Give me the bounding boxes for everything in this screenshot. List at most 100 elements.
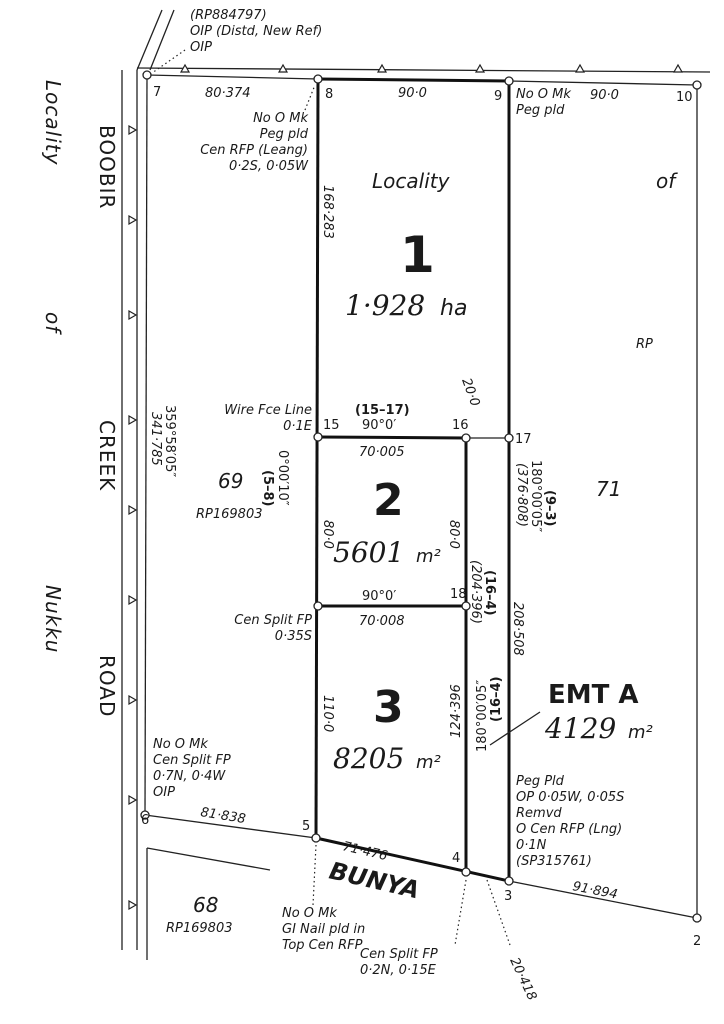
dim-7-8: 80·374 [205,86,251,101]
triangle-marker [376,63,388,73]
note-n6-line: OIP [153,785,175,800]
note-n18-line: Cen Split FP [234,613,312,628]
triangle-marker [128,794,138,806]
easement-area-unit: m² [628,722,653,743]
dim-6-5: 81·838 [199,805,246,827]
note-n18-line: 0·35S [275,629,312,644]
note-n8-line: 0·2S, 0·05W [229,159,309,174]
road-of: of [41,312,65,335]
dim-8-9: 90·0 [398,86,427,101]
bearing-18: 90°0′ [362,589,396,604]
triangle-marker [277,63,289,73]
lot-1: Locality of 1 1·928 ha [345,169,678,322]
note-top-line: OIP [190,40,212,55]
dim-8-15: 168·283 [320,185,335,239]
dim-16-18: 80·0 [446,520,461,549]
note-n8-line: Peg pld [260,127,309,142]
dim-15-18-left: 80·0 [320,520,335,549]
triangle-marker [474,63,486,73]
station-6: 6 [141,813,149,828]
lot-area-unit: m² [416,546,441,567]
lot-area-unit: ha [440,296,467,321]
note-n3-line: Peg Pld [516,774,565,789]
locality-label: Locality [372,169,451,193]
note-n9-line: Peg pld [516,103,565,118]
easement-a: EMT A 4129 m² [544,680,653,745]
bearing-15-17: 90°0′ [362,418,396,433]
station-2: 2 [693,934,701,949]
triangle-marker [179,63,191,73]
survey-marks [140,70,702,923]
dim-18-west: 70·008 [359,614,405,629]
dim-18-4: 124·396 [449,684,464,738]
easement-area: 4129 [544,712,616,745]
dim-4-3: 20·418 [506,955,539,1003]
lot-number: 3 [373,682,404,733]
note-n5-line: No O Mk [282,906,337,921]
road-boobir: BOOBIR [95,125,119,209]
road-nukku: Nukku [41,585,65,653]
lot-3: 3 8205 m² [333,682,441,775]
triangle-marker [574,63,586,73]
station-9: 9 [494,89,502,104]
triangle-marker [672,63,684,73]
note-n3-line: O Cen RFP (Lng) [516,822,622,837]
lot-area: 1·928 [345,289,425,322]
triangle-marker [128,124,138,136]
note-n4-line: 0·2N, 0·15E [360,963,437,978]
lot-2: 2 5601 m² [333,475,441,569]
note-top-line: (RP884797) [190,8,267,23]
ref-15-17: (15–17) [355,403,410,418]
note-n3-line: (SP315761) [516,854,592,869]
lot-71-number: 71 [596,477,621,501]
note-n5-line: GI Nail pld in [282,922,365,937]
dim-7-6: 341·785 [148,412,163,466]
traverse-triangles [128,63,684,911]
station-4: 4 [452,851,460,866]
station-numbers: 2 3 4 5 6 7 8 9 10 15 16 17 18 [141,85,701,949]
triangle-marker [128,694,138,706]
note-n8-line: No O Mk [253,111,308,126]
parcel-boundaries [144,74,698,960]
lot-68-plan: RP169803 [166,921,233,936]
triangle-marker [128,899,138,911]
road-bunya: BUNYA [327,857,422,905]
station-18: 18 [450,587,467,602]
easement-name: EMT A [548,680,639,710]
dim-17-3: 208·508 [510,602,525,656]
road-boundaries [121,9,711,950]
note-n15-line: Wire Fce Line [224,403,312,418]
dim-9-10: 90·0 [590,88,619,103]
bearing-16-4: 180°00′05″ [475,680,490,752]
leader-lines [151,49,511,946]
station-8: 8 [325,87,333,102]
triangle-marker [128,504,138,516]
lot-number: 2 [373,475,404,526]
bearing-5-8: 0°00′10″ [275,450,290,506]
station-15: 15 [323,418,340,433]
lot-area: 8205 [333,742,404,775]
note-n6-line: Cen Split FP [153,753,231,768]
note-n5-line: Top Cen RFP [282,938,363,953]
station-3: 3 [504,889,512,904]
dim-15-16: 70·005 [359,445,405,460]
ref-16-4: (16–4) [482,570,497,616]
bearing-9-3: 180°00′05″ [528,460,543,532]
dim-9-3: (376·808) [514,463,529,527]
lot-69-plan: RP169803 [196,507,263,522]
ref-16-4-lower: (16–4) [489,676,504,722]
station-5: 5 [302,819,310,834]
lot-69-number: 69 [218,469,243,493]
left-road-name: Locality BOOBIR of CREEK Nukku ROAD [41,80,119,717]
lot-area: 5601 [333,536,404,569]
note-top-line: OIP (Distd, New Ref) [190,24,322,39]
dim-3-2: 91·894 [571,879,619,902]
bearing-7-6: 359°58′05″ [162,405,177,477]
triangle-marker [128,594,138,606]
lot-area-unit: m² [416,752,441,773]
note-n15-line: 0·1E [283,419,313,434]
note-n8-line: Cen RFP (Leang) [200,143,308,158]
dim-16-4: (204·396) [468,560,483,624]
ref-9-3: (9–3) [542,490,557,526]
